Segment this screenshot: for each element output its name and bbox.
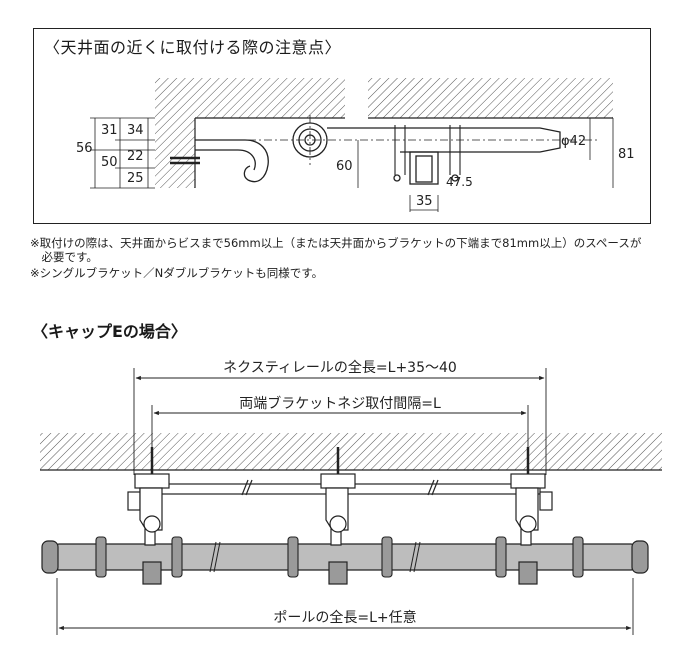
dim-31: 31: [101, 123, 118, 138]
bracket-spacing-label: 両端ブラケットネジ取付間隔=L: [239, 395, 441, 412]
centerlines: [200, 115, 600, 165]
end-cap-right: [631, 540, 649, 574]
ceiling-hatch-bottom: [40, 433, 662, 471]
dim-47-5: 47.5: [446, 175, 473, 189]
bottom-diagram-title: 〈キャップEの場合〉: [32, 322, 187, 341]
bottom-dimension-lines: [56, 368, 634, 635]
ceiling-hatch-top: [155, 78, 613, 188]
dim-81: 81: [618, 147, 635, 162]
note-line-3: ※シングルブラケット／Nダブルブラケットも同様です。: [30, 266, 324, 280]
bracket-right: [510, 447, 553, 585]
top-dimension-lines: [90, 117, 614, 212]
bracket-side-view: [170, 122, 561, 185]
dim-34: 34: [127, 123, 144, 138]
overall-length-label: ネクスティレールの全長=L+35～40: [223, 359, 457, 376]
dim-56: 56: [76, 141, 93, 156]
dim-phi42: φ42: [561, 134, 586, 149]
dim-50: 50: [101, 155, 118, 170]
bracket-left: [127, 447, 170, 585]
dim-60: 60: [336, 159, 353, 174]
dim-25: 25: [127, 171, 144, 186]
end-cap-left: [41, 540, 59, 574]
top-diagram-frame: [33, 28, 651, 224]
dim-22: 22: [127, 149, 144, 164]
note-line-2: 必要です。: [30, 250, 98, 264]
rings: [95, 536, 584, 578]
pole-length-label: ポールの全長=L+任意: [273, 609, 416, 626]
bracket-center: [320, 447, 356, 585]
dim-35: 35: [416, 194, 433, 209]
note-line-1: ※取付けの際は、天井面からビスまで56mm以上（または天井面からブラケットの下端…: [30, 236, 642, 250]
top-diagram-title: 〈天井面の近くに取付ける際の注意点〉: [44, 38, 342, 57]
